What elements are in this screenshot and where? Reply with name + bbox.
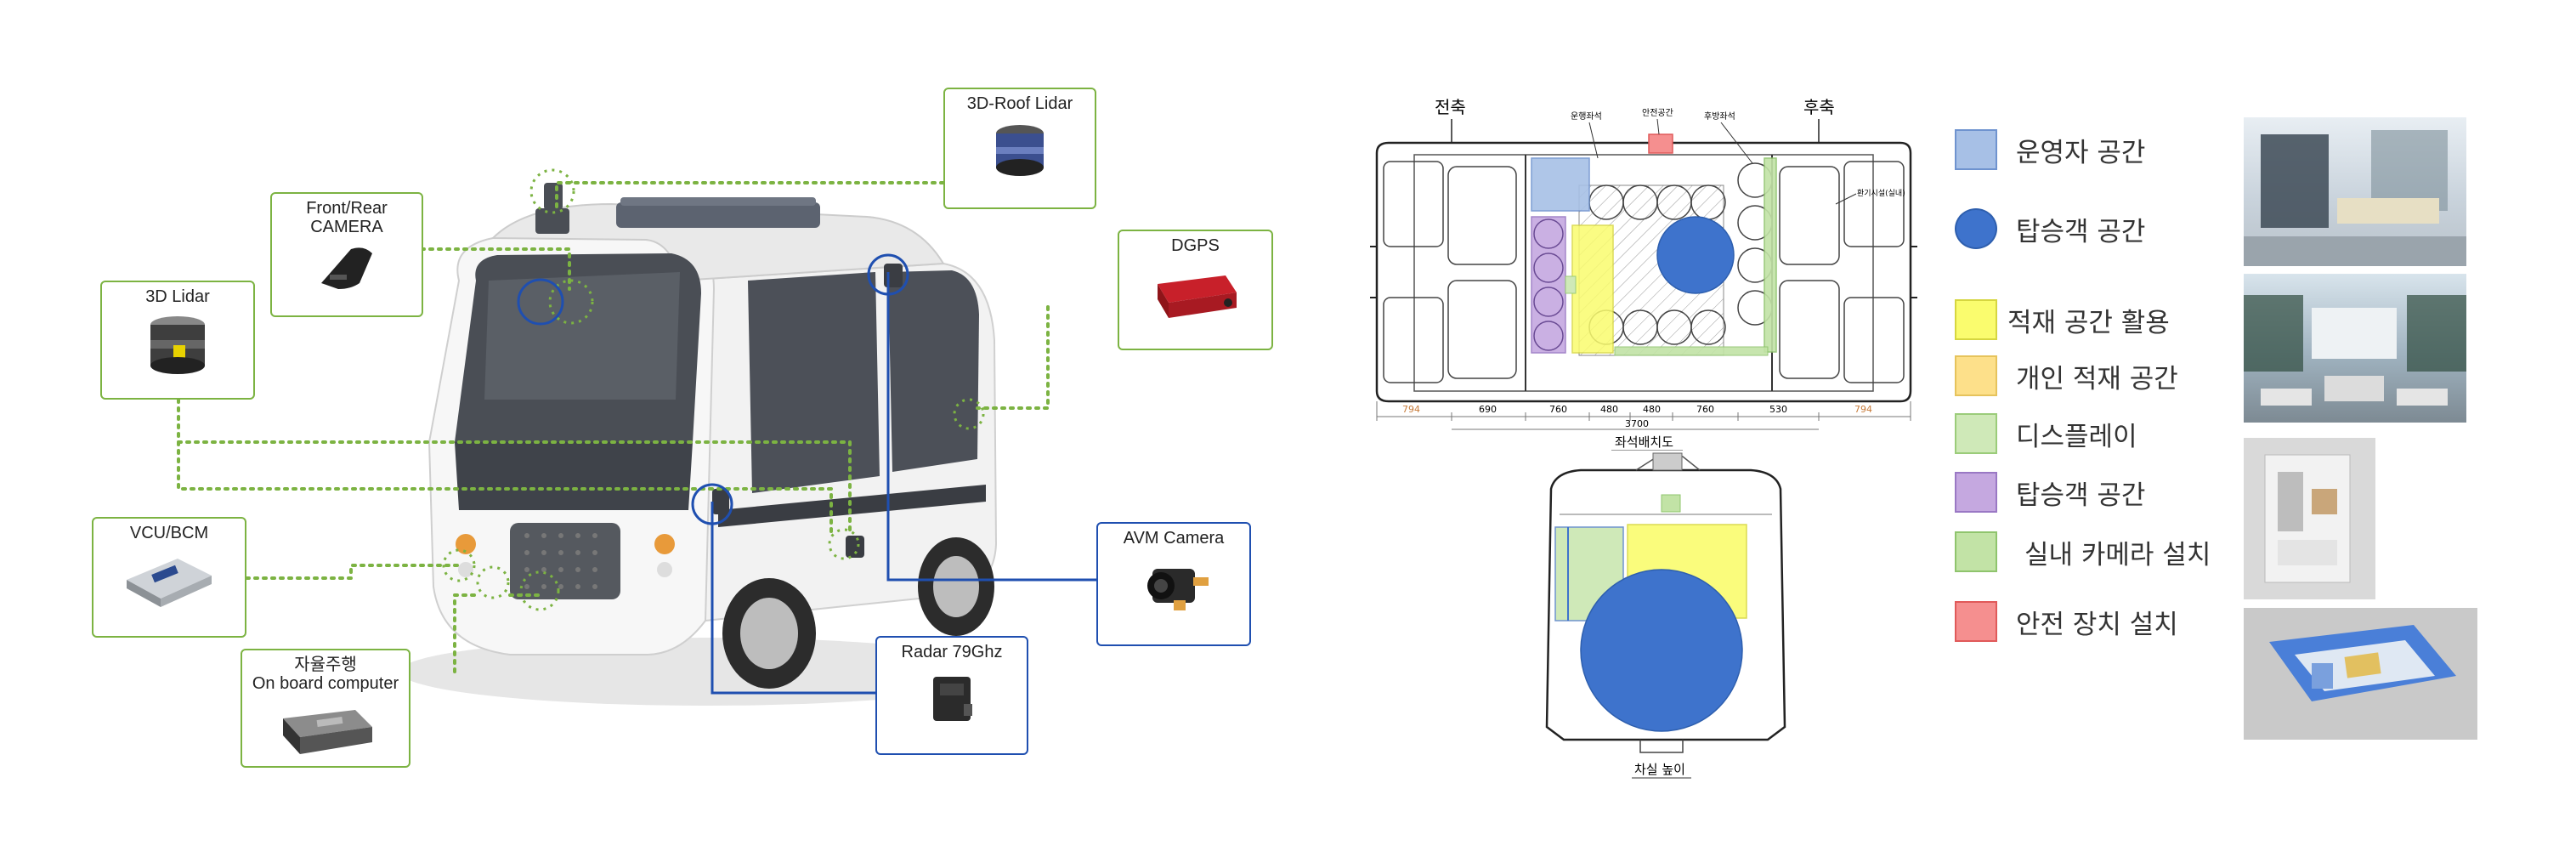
cabin-height-caption: 차실 높이 bbox=[1634, 762, 1685, 777]
zone-cargo bbox=[1571, 224, 1614, 354]
legend-label: 안전 장치 설치 bbox=[2016, 609, 2178, 640]
dim-5: 760 bbox=[1696, 404, 1714, 415]
dim-1: 690 bbox=[1479, 404, 1497, 415]
camera-icon bbox=[321, 247, 372, 289]
legend-label: 적재 공간 활용 bbox=[2007, 307, 2170, 338]
legend-swatch bbox=[1955, 299, 1997, 340]
callout-vcu-bcm: VCU/BCM bbox=[92, 517, 246, 638]
front-axle-label: 전축 bbox=[1435, 97, 1466, 117]
roof-lidar-label: 3D-Roof Lidar bbox=[966, 94, 1073, 113]
legend-swatch bbox=[1955, 472, 1997, 513]
radar-label: Radar 79Ghz bbox=[901, 643, 1003, 661]
legend-swatch bbox=[1955, 129, 1997, 170]
onboard-computer-label: 자율주행 On board computer bbox=[252, 656, 399, 693]
legend-swatch bbox=[1955, 601, 1997, 642]
zone-passenger-purple bbox=[1531, 216, 1566, 354]
section-passenger bbox=[1580, 569, 1743, 732]
avm-camera-label: AVM Camera bbox=[1123, 529, 1225, 548]
callout-radar: Radar 79Ghz bbox=[875, 636, 1028, 755]
legend-item-display: 디스플레이 bbox=[1955, 413, 2137, 454]
callout-avm-camera: AVM Camera bbox=[1096, 522, 1251, 646]
interior-photo-1 bbox=[2244, 117, 2466, 266]
callout-front-rear-camera: Front/Rear CAMERA bbox=[270, 192, 423, 317]
dim-2: 760 bbox=[1549, 404, 1567, 415]
dim-7: 794 bbox=[1854, 404, 1872, 415]
dgps-icon bbox=[1157, 275, 1237, 318]
legend-item-camera: 실내 카메라 설치 bbox=[1955, 531, 2211, 572]
callout-3d-lidar: 3D Lidar bbox=[100, 281, 255, 400]
legend-item-safety: 안전 장치 설치 bbox=[1955, 601, 2178, 642]
legend-label: 운영자 공간 bbox=[2016, 137, 2146, 168]
legend-item-passenger-purple: 탑승객 공간 bbox=[1955, 472, 2145, 513]
zone-camera-rear bbox=[1764, 157, 1777, 353]
radar-icon bbox=[933, 677, 972, 721]
vcu-icon bbox=[127, 559, 212, 607]
green-markers bbox=[442, 168, 985, 611]
safety-space-label: 안전공간 bbox=[1642, 108, 1673, 118]
zone-operator bbox=[1531, 157, 1590, 212]
dim-6: 530 bbox=[1769, 404, 1787, 415]
cross-section: 차실 높이 bbox=[1545, 452, 1786, 779]
zone-safety bbox=[1648, 133, 1673, 154]
interior-photo-2 bbox=[2244, 274, 2466, 423]
interior-render-4 bbox=[2244, 608, 2477, 740]
dim-4: 480 bbox=[1643, 404, 1661, 415]
dim-3: 480 bbox=[1600, 404, 1618, 415]
roof-lidar-icon bbox=[996, 125, 1044, 176]
zone-passenger-blue bbox=[1656, 216, 1735, 294]
legend-item-personal-cargo: 개인 적재 공간 bbox=[1955, 355, 2178, 396]
green-connectors bbox=[177, 181, 1050, 673]
sensor-diagram bbox=[177, 168, 1096, 706]
legend-swatch bbox=[1955, 531, 1997, 572]
legend-item-operator: 운영자 공간 bbox=[1955, 129, 2145, 170]
floor-plan: 전축 후축 운행좌석 안전공간 후방좌석 환기시설(실내) 794 690 76… bbox=[1370, 97, 1917, 451]
zone-display bbox=[1565, 275, 1577, 294]
ventilation-label: 환기시설(실내) bbox=[1857, 188, 1905, 198]
callout-roof-lidar: 3D-Roof Lidar bbox=[943, 88, 1096, 209]
legend-label: 탑승객 공간 bbox=[2016, 216, 2146, 247]
total-length: 3700 bbox=[1625, 418, 1649, 429]
interior-render-3 bbox=[2244, 438, 2375, 599]
vcu-bcm-label: VCU/BCM bbox=[129, 524, 209, 542]
lidar-icon bbox=[150, 316, 205, 374]
rear-seat-label: 후방좌석 bbox=[1704, 111, 1735, 122]
rear-axle-label: 후축 bbox=[1803, 97, 1835, 117]
driver-seat-label: 운행좌석 bbox=[1571, 111, 1602, 122]
legend-item-cargo: 적재 공간 활용 bbox=[1955, 299, 2170, 340]
dim-0: 794 bbox=[1402, 404, 1420, 415]
blue-markers bbox=[517, 253, 909, 525]
legend-swatch bbox=[1955, 413, 1997, 454]
section-camera bbox=[1661, 494, 1681, 513]
legend-label: 실내 카메라 설치 bbox=[2024, 539, 2211, 570]
legend-label: 개인 적재 공간 bbox=[2016, 363, 2178, 394]
legend-label: 탑승객 공간 bbox=[2016, 480, 2146, 511]
front-rear-camera-label: Front/Rear CAMERA bbox=[306, 199, 388, 236]
callout-dgps: DGPS bbox=[1118, 230, 1273, 350]
legend-swatch bbox=[1955, 208, 1997, 249]
computer-icon bbox=[283, 710, 372, 754]
legend-swatch bbox=[1955, 355, 1997, 396]
dgps-label: DGPS bbox=[1171, 236, 1220, 255]
blue-connectors bbox=[711, 272, 1096, 695]
bus-illustration bbox=[427, 183, 998, 689]
avm-camera-icon bbox=[1147, 569, 1209, 610]
seat-layout-caption: 좌석배치도 bbox=[1615, 434, 1673, 450]
legend-label: 디스플레이 bbox=[2016, 421, 2137, 452]
callout-onboard-computer: 자율주행 On board computer bbox=[241, 649, 410, 768]
section-display bbox=[1554, 526, 1624, 621]
lidar-3d-label: 3D Lidar bbox=[145, 287, 210, 306]
zone-camera-bottom bbox=[1614, 346, 1769, 356]
legend-item-passenger-blue: 탑승객 공간 bbox=[1955, 208, 2145, 249]
